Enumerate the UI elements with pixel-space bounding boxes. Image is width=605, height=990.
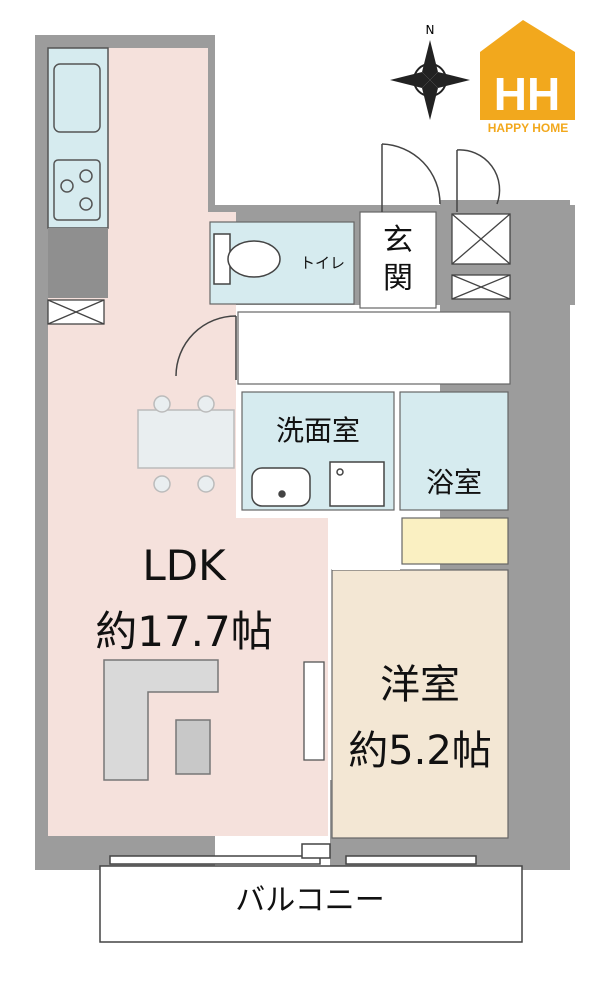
sofa-icon: [103, 659, 219, 781]
kitchen-sink: [53, 63, 101, 133]
bathroom: [399, 391, 509, 511]
hallway: [237, 311, 511, 385]
window: [109, 843, 477, 865]
balcony: [99, 865, 523, 943]
washbasin-icon: [251, 461, 385, 507]
western-room-size: 約5.2帖: [348, 728, 492, 774]
western-room: [331, 569, 509, 839]
western-room-name: 洋室: [380, 662, 460, 708]
door-swing: [381, 143, 501, 212]
tv-cabinet: [303, 661, 325, 761]
dining-table-icon: [137, 395, 235, 493]
brand-logo: HH HAPPY HOME: [480, 20, 575, 135]
compass-north: N: [426, 23, 435, 37]
washroom-label: 洗面室: [276, 414, 360, 447]
brand-name: HAPPY HOME: [488, 121, 568, 135]
meter-box-icon: [451, 213, 511, 300]
toilet-label: トイレ: [300, 254, 345, 272]
entrance-label-1: 玄: [383, 223, 413, 258]
shaft-icon: [47, 299, 105, 325]
logo-letters: HH: [494, 68, 560, 120]
ldk-door: [175, 315, 237, 380]
compass-icon: N: [390, 23, 470, 120]
bath-label: 浴室: [426, 466, 482, 499]
closet: [401, 517, 509, 565]
balcony-label: バルコニー: [235, 883, 384, 918]
toilet-icon: [213, 233, 281, 285]
entrance: [359, 211, 437, 309]
entrance-label-2: 関: [383, 261, 413, 296]
stove-icon: [53, 159, 101, 221]
ldk-size: 約17.7帖: [95, 607, 273, 656]
ldk-name: LDK: [142, 541, 227, 590]
